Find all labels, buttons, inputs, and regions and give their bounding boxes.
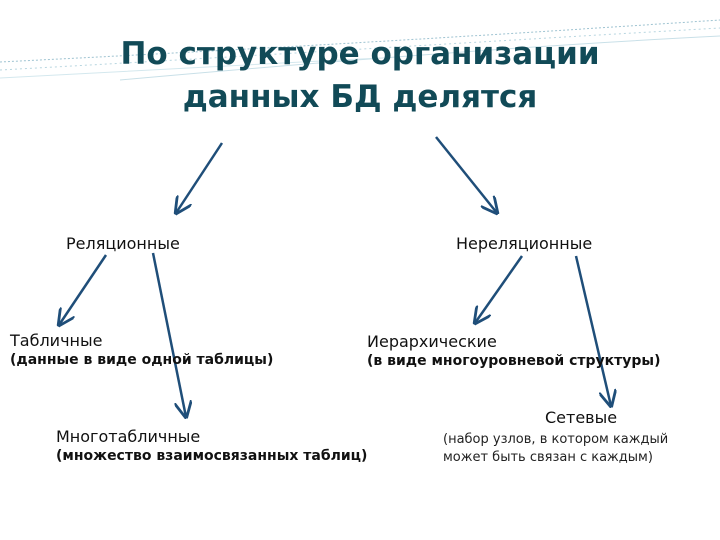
- arrow-nonrelational-to-network: [574, 255, 611, 406]
- arrow-title-to-relational: [176, 142, 224, 213]
- node-tabular-note: (данные в виде одной таблицы): [10, 352, 274, 368]
- node-network-note: (набор узлов, в котором каждый может быт…: [443, 431, 668, 467]
- node-relational: Реляционные: [66, 234, 180, 253]
- node-network-label: Сетевые: [545, 408, 618, 427]
- page-title-line1: По структуре организации: [120, 36, 600, 72]
- node-hierarchical-label: Иерархические: [367, 332, 497, 351]
- node-multitable-label: Многотабличные: [56, 427, 201, 446]
- node-tabular-label: Табличные: [10, 331, 103, 350]
- arrow-relational-to-multitable: [151, 252, 186, 417]
- node-hierarchical-note: (в виде многоуровневой структуры): [367, 353, 661, 369]
- node-multitable: Многотабличные (множество взаимосвязанны…: [56, 427, 367, 464]
- node-network-note-line1: (набор узлов, в котором каждый: [443, 432, 669, 447]
- page-title-line2: данных БД делятся: [182, 79, 538, 115]
- node-multitable-note: (множество взаимосвязанных таблиц): [56, 448, 368, 464]
- node-nonrelational: Нереляционные: [456, 234, 593, 253]
- arrow-relational-to-tabular: [59, 254, 108, 325]
- node-network-note-line2: может быть связан с каждым): [443, 450, 653, 465]
- arrow-title-to-nonrelational: [435, 136, 497, 213]
- arrow-nonrelational-to-hierarchical: [475, 255, 524, 323]
- node-tabular: Табличные (данные в виде одной таблицы): [10, 331, 273, 368]
- node-hierarchical: Иерархические (в виде многоуровневой стр…: [367, 332, 660, 369]
